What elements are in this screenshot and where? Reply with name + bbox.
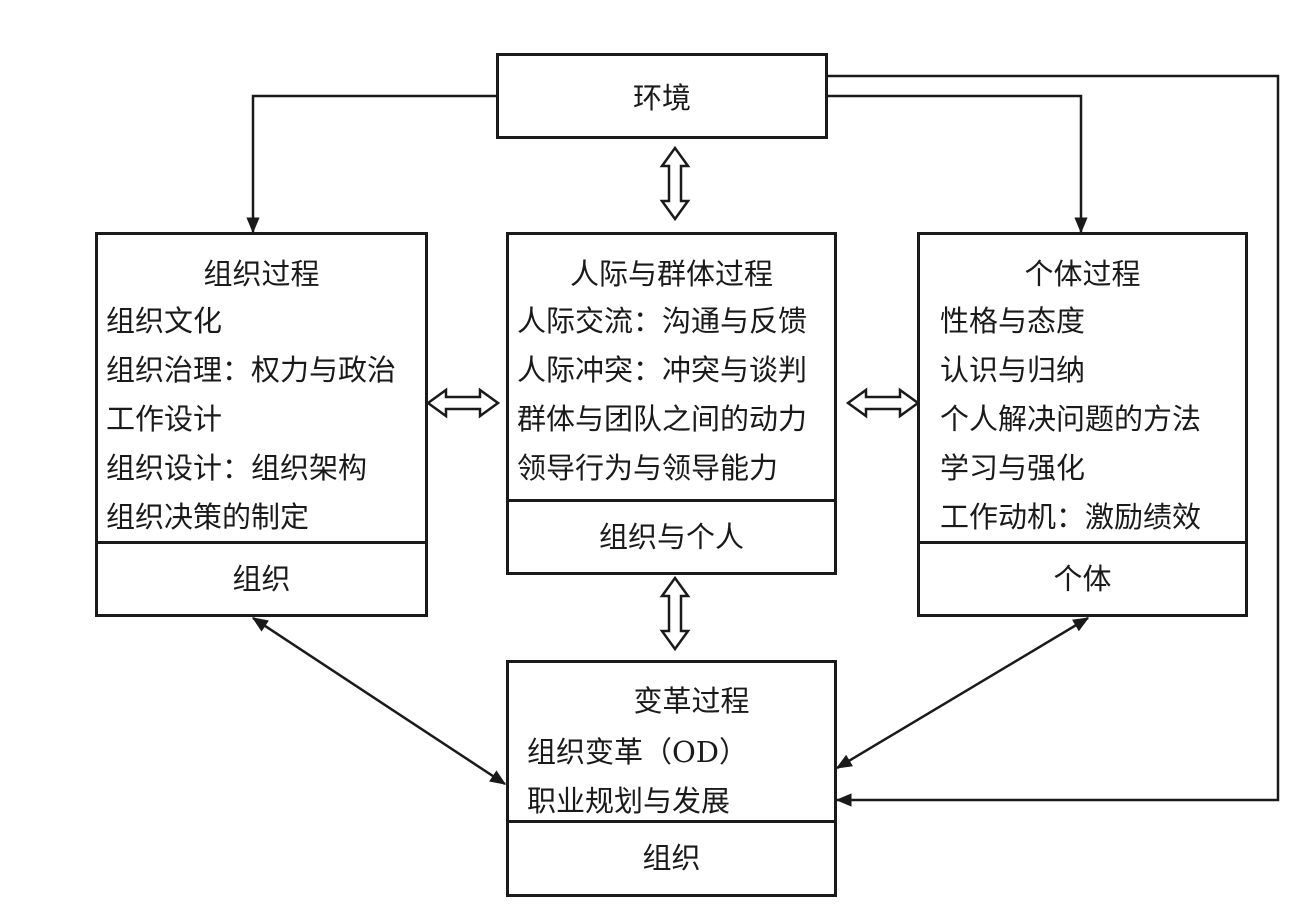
individual-item: 性格与态度 bbox=[940, 304, 1086, 338]
env-to-organization-arrow bbox=[246, 94, 497, 234]
individual-process-box: 个体过程 性格与态度 认识与归纳 个人解决问题的方法 学习与强化 工作动机：激励… bbox=[917, 232, 1248, 617]
individual-item: 学习与强化 bbox=[940, 451, 1086, 485]
change-footer: 组织 bbox=[509, 820, 834, 894]
individual-item: 认识与归纳 bbox=[940, 353, 1086, 387]
environment-box: 环境 bbox=[496, 53, 828, 139]
organization-item: 工作设计 bbox=[106, 402, 223, 436]
change-item: 职业规划与发展 bbox=[527, 784, 731, 818]
interpersonal-item: 群体与团队之间的动力 bbox=[517, 402, 808, 436]
interpersonal-item: 人际冲突：冲突与谈判 bbox=[517, 353, 808, 387]
change-process-title: 变革过程 bbox=[633, 684, 750, 718]
individual-item: 工作动机：激励绩效 bbox=[940, 500, 1202, 534]
interpersonal-item: 领导行为与领导能力 bbox=[517, 451, 779, 485]
interpersonal-footer: 组织与个人 bbox=[509, 499, 834, 572]
env-to-individual-arrow bbox=[827, 94, 1088, 234]
interpersonal-process-box: 人际与群体过程 人际交流：沟通与反馈 人际冲突：冲突与谈判 群体与团队之间的动力… bbox=[506, 232, 837, 575]
organization-footer: 组织 bbox=[98, 541, 425, 614]
organization-process-title: 组织过程 bbox=[203, 257, 320, 291]
environment-label: 环境 bbox=[632, 81, 691, 115]
organization-interpersonal-double-arrow bbox=[425, 387, 501, 419]
organization-item: 组织设计：组织架构 bbox=[106, 451, 368, 485]
interpersonal-change-double-arrow bbox=[659, 575, 691, 652]
individual-process-title: 个体过程 bbox=[1024, 257, 1141, 291]
individual-change-arrow bbox=[835, 616, 1090, 770]
individual-footer: 个体 bbox=[920, 541, 1245, 614]
organization-process-box: 组织过程 组织文化 组织治理：权力与政治 工作设计 组织设计：组织架构 组织决策… bbox=[95, 232, 428, 617]
organization-item: 组织文化 bbox=[106, 304, 223, 338]
individual-item: 个人解决问题的方法 bbox=[940, 402, 1202, 436]
interpersonal-item: 人际交流：沟通与反馈 bbox=[517, 304, 808, 338]
interpersonal-process-title: 人际与群体过程 bbox=[569, 257, 773, 291]
organization-item: 组织决策的制定 bbox=[106, 500, 310, 534]
interpersonal-individual-double-arrow bbox=[845, 387, 921, 419]
env-to-change-arrow bbox=[827, 74, 1280, 807]
change-process-box: 变革过程 组织变革（OD） 职业规划与发展 组织 bbox=[506, 660, 837, 897]
env-interpersonal-double-arrow bbox=[659, 145, 691, 222]
change-item: 组织变革（OD） bbox=[527, 735, 749, 769]
organization-item: 组织治理：权力与政治 bbox=[106, 353, 397, 387]
organization-change-arrow bbox=[251, 616, 507, 786]
